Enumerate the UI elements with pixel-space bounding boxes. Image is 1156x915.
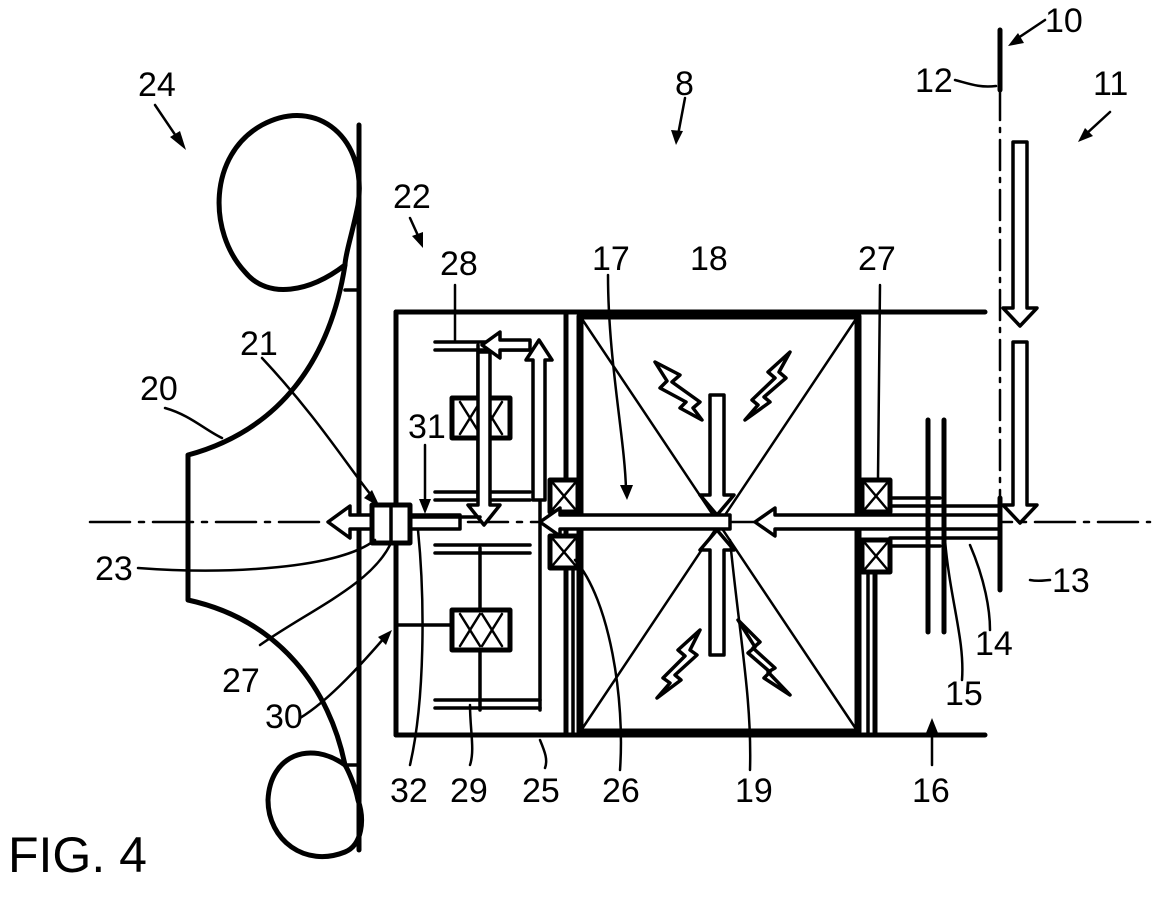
leader-line-27b: [258, 543, 392, 647]
leader-line-13: [1028, 578, 1052, 583]
arrowhead-11: [1078, 128, 1093, 142]
leader-line-11: [1083, 110, 1112, 137]
label-27-bottom: 27: [222, 662, 260, 700]
bearing-lower-gear-cross: [458, 612, 504, 648]
label-31: 31: [408, 408, 446, 446]
flow-arrow-shaft-mid: [538, 506, 732, 538]
arrowhead-31: [419, 499, 431, 514]
label-18: 18: [690, 240, 728, 278]
arrowhead-21: [364, 490, 380, 507]
arrowhead-22: [412, 232, 423, 248]
reference-numerals: 24 8 10 12 11 22 28 17 18 27 21 20 31 23…: [95, 2, 1128, 810]
compressor: [153, 103, 365, 859]
motor-bearings: [547, 477, 893, 738]
label-27-top: 27: [858, 240, 896, 278]
flow-arrow-intake-lower: [1001, 340, 1039, 525]
flow-arrow-gear-vertical: [466, 350, 502, 527]
arrowhead-24: [170, 131, 186, 150]
arrowhead-16: [926, 718, 938, 733]
label-26: 26: [602, 772, 640, 810]
label-10: 10: [1045, 2, 1083, 40]
leader-line-30: [298, 635, 387, 720]
figure-caption: FIG. 4: [8, 827, 147, 883]
electric-motor: [576, 312, 862, 736]
label-11: 11: [1093, 65, 1128, 103]
leader-line-23: [136, 538, 377, 572]
lightning-bolt-upper-right: [743, 350, 792, 422]
flow-arrow-motor-down: [698, 393, 736, 517]
flow-arrow-main-shaft: [753, 506, 1002, 538]
leader-line-8: [676, 96, 687, 137]
leader-line-14: [968, 543, 992, 632]
leader-line-17: [606, 273, 628, 492]
label-14: 14: [975, 625, 1013, 663]
compressor-wheel-outline: [185, 262, 348, 768]
leader-line-19: [728, 538, 752, 772]
leader-line-26: [573, 558, 623, 772]
bearing-27-bottom-cross: [863, 541, 889, 571]
leader-line-29: [468, 703, 474, 767]
flow-arrow-motor-up: [698, 528, 736, 657]
label-16: 16: [912, 772, 950, 810]
label-29: 29: [450, 772, 488, 810]
compressor-volute-upper: [216, 113, 362, 292]
shaft-hub-right: [888, 417, 1002, 635]
label-15: 15: [945, 675, 983, 713]
leader-line-12: [953, 78, 998, 88]
label-17: 17: [592, 240, 630, 278]
leader-line-21: [260, 356, 377, 502]
label-13: 13: [1052, 562, 1090, 600]
intake-line: [997, 18, 1112, 593]
leader-lines: [136, 78, 1052, 772]
arrowhead-10: [1008, 33, 1024, 46]
label-28: 28: [440, 245, 478, 283]
arrowhead-8: [671, 130, 683, 145]
label-22: 22: [393, 178, 431, 216]
label-30: 30: [265, 698, 303, 736]
gear-housing: [393, 216, 988, 738]
leader-line-32: [408, 528, 424, 767]
flow-arrow-intake-upper: [1001, 140, 1039, 328]
bearing-upper-gear-cross: [458, 400, 504, 436]
leader-line-27a: [876, 283, 882, 480]
compressor-volute-lower: [265, 750, 365, 859]
lightning-bolt-lower-left: [655, 628, 702, 700]
label-23: 23: [95, 550, 133, 588]
label-21: 21: [240, 325, 278, 363]
label-8: 8: [675, 65, 694, 103]
bearing-26-top-cross: [551, 481, 577, 511]
flow-arrow-gear-up: [524, 338, 554, 502]
arrowhead-30: [378, 630, 392, 645]
leader-line-25: [538, 738, 548, 770]
arrowhead-17: [620, 485, 633, 500]
leader-line-15: [943, 538, 964, 682]
leader-line-20: [163, 406, 224, 440]
lightning-bolt-upper-left: [653, 360, 704, 422]
flow-arrow-gear-top: [480, 330, 532, 360]
label-32: 32: [390, 772, 428, 810]
bearing-26-bottom-cross: [551, 537, 577, 567]
label-25: 25: [522, 772, 560, 810]
bearing-27-top-cross: [863, 481, 889, 511]
label-24: 24: [138, 66, 176, 104]
label-20: 20: [140, 370, 178, 408]
label-19: 19: [735, 772, 773, 810]
lightning-bolt-lower-right: [736, 618, 792, 697]
label-12: 12: [915, 62, 953, 100]
